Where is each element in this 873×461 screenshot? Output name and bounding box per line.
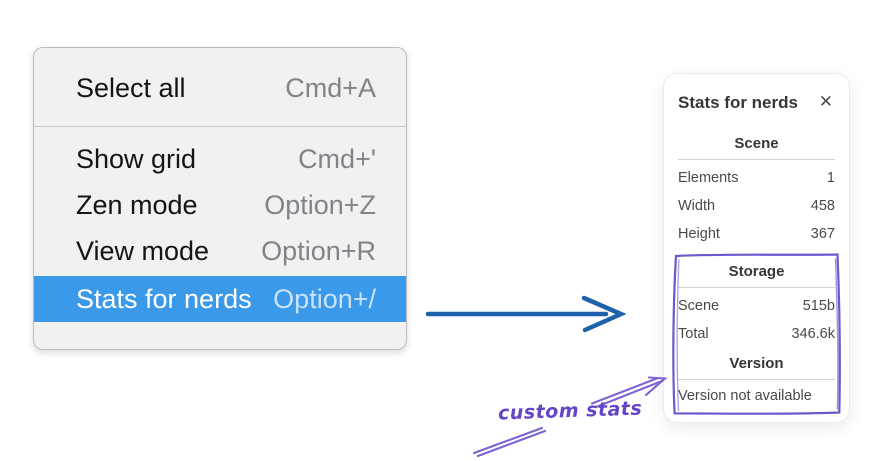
menu-item-label: View mode — [76, 235, 210, 266]
menu-item-label: Stats for nerds — [76, 283, 252, 314]
stat-label: Height — [678, 226, 720, 242]
stat-row-width: Width 458 — [678, 192, 835, 220]
close-icon: ✕ — [818, 92, 833, 112]
menu-item-shortcut: Cmd+' — [298, 143, 376, 174]
section-heading-storage: Storage — [728, 263, 785, 280]
stats-panel-header: Stats for nerds ✕ — [678, 92, 835, 113]
menu-item-stats-for-nerds[interactable]: Stats for nerds Option+/ — [34, 276, 406, 322]
stat-label: Width — [678, 198, 716, 214]
stat-row-elements: Elements 1 — [678, 164, 835, 192]
menu-item-show-grid[interactable]: Show grid Cmd+' — [34, 136, 406, 182]
arrow-right-icon — [425, 295, 627, 333]
section-divider — [678, 159, 835, 160]
close-button[interactable]: ✕ — [817, 92, 835, 113]
menu-item-label: Show grid — [76, 143, 197, 174]
stats-panel-title: Stats for nerds — [678, 92, 798, 112]
section-divider — [678, 287, 835, 288]
stat-value: 515b — [802, 298, 835, 314]
menu-item-shortcut: Option+/ — [273, 283, 376, 314]
stat-value: 367 — [810, 226, 835, 242]
menu-item-shortcut: Option+Z — [264, 189, 376, 220]
menu-item-label: Select all — [76, 72, 186, 103]
stat-value: 346.6k — [791, 326, 835, 342]
stat-label: Total — [678, 326, 709, 342]
version-note: Version not available — [678, 388, 812, 404]
storage-rows: Scene 515b Total 346.6k — [678, 292, 835, 348]
stat-label: Scene — [678, 298, 720, 314]
stat-value: 1 — [826, 170, 835, 186]
menu-divider — [34, 126, 406, 127]
stat-row-total-storage: Total 346.6k — [678, 320, 835, 348]
menu-item-label: Zen mode — [76, 189, 198, 220]
stat-label: Elements — [678, 170, 739, 186]
menu-item-view-mode[interactable]: View mode Option+R — [34, 228, 406, 274]
stat-row-scene-storage: Scene 515b — [678, 292, 835, 320]
menu-item-select-all[interactable]: Select all Cmd+A — [34, 60, 406, 116]
menu-item-shortcut: Cmd+A — [285, 72, 376, 103]
section-heading-version: Version — [729, 355, 784, 372]
custom-stats-label: custom stats — [497, 397, 643, 425]
section-heading-scene: Scene — [734, 135, 779, 152]
context-menu: Select all Cmd+A Show grid Cmd+' Zen mod… — [33, 47, 407, 350]
section-divider — [678, 379, 835, 380]
stats-panel: Stats for nerds ✕ Scene Elements 1 Width… — [663, 73, 850, 423]
menu-item-zen-mode[interactable]: Zen mode Option+Z — [34, 182, 406, 228]
stat-row-height: Height 367 — [678, 220, 835, 248]
stat-value: 458 — [810, 198, 835, 214]
menu-item-shortcut: Option+R — [261, 235, 376, 266]
scene-rows: Elements 1 Width 458 Height 367 — [678, 164, 835, 248]
